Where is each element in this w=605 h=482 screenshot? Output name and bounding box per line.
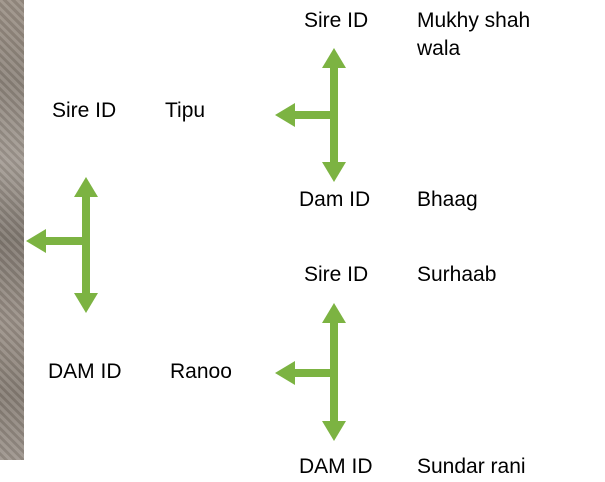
root-connector-up-arrowhead <box>74 177 98 197</box>
dam-parent-dam-name: Sundar rani <box>417 455 526 478</box>
dam-connector-down-arrowhead <box>322 421 346 441</box>
root-dam-name: Ranoo <box>170 360 232 383</box>
background-photo <box>0 0 24 460</box>
sire-parent-sire-id-label: Sire ID <box>304 9 369 32</box>
root-connector-horizontal-shaft <box>46 237 86 245</box>
sire-connector-up-arrowhead <box>322 48 346 68</box>
root-connector-left-arrowhead <box>26 229 46 253</box>
root-connector-down-arrowhead <box>74 293 98 313</box>
root-dam-id-label: DAM ID <box>48 360 122 383</box>
dam-connector-horizontal-shaft <box>295 369 334 377</box>
dam-parent-dam-id-label: DAM ID <box>299 455 373 478</box>
root-sire-id-label: Sire ID <box>52 99 117 122</box>
sire-connector-down-arrowhead <box>322 162 346 182</box>
dam-parent-sire-id-label: Sire ID <box>304 263 369 286</box>
sire-parent-sire-name: Mukhy shah wala <box>417 9 531 60</box>
root-sire-name: Tipu <box>165 99 206 122</box>
sire-connector-left-arrowhead <box>275 103 295 127</box>
sire-connector-horizontal-shaft <box>295 111 334 119</box>
sire-parent-dam-id-label: Dam ID <box>299 188 371 211</box>
dam-connector-left-arrowhead <box>275 361 295 385</box>
dam-parent-sire-name: Surhaab <box>417 263 497 286</box>
sire-parent-dam-name: Bhaag <box>417 188 478 211</box>
dam-connector-up-arrowhead <box>322 303 346 323</box>
